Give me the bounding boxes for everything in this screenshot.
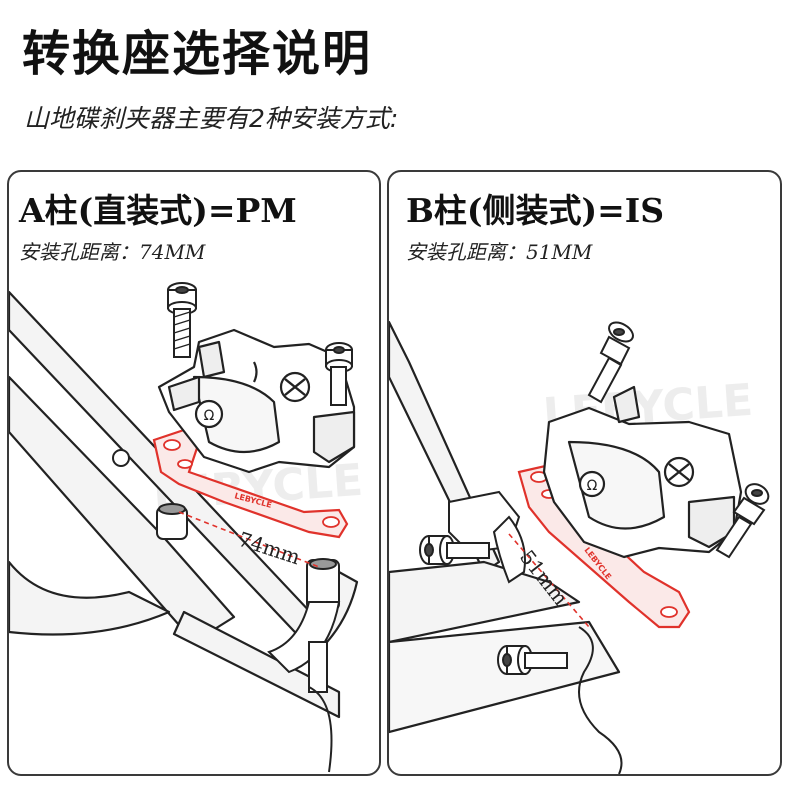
is-mount-panel: LEBYCLE LEBYCLE 51mm <box>387 170 782 776</box>
pm-mount-illustration: LEBYCLE LEBYCLE <box>9 282 364 773</box>
is-frame-tabs <box>448 490 526 584</box>
is-mount-illustration: LEBYCLE LEBYCLE 51mm <box>389 320 770 774</box>
pm-brake-hose <box>308 686 333 773</box>
is-heading: B柱(侧装式)=IS <box>406 191 665 230</box>
is-dimension-line <box>508 533 590 628</box>
pm-heading: A柱(直装式)=PM <box>19 191 297 230</box>
pm-bolt-left <box>167 282 197 358</box>
pm-mount-panel: LEBYCLE LEBYCLE <box>7 170 381 776</box>
is-bolt-bottom <box>497 645 568 675</box>
pm-bolt-right <box>325 342 353 406</box>
is-bolt-right <box>715 483 770 559</box>
pm-caliper-logo: Ω <box>204 408 215 424</box>
pm-post-mounts <box>156 503 341 693</box>
is-caliper: Ω <box>542 385 743 559</box>
pm-caliper: Ω <box>157 328 356 474</box>
page-title: 转换座选择说明 <box>22 26 373 82</box>
is-bolt-top <box>587 321 634 404</box>
pm-frame-hole <box>112 449 130 467</box>
is-brake-hose <box>578 626 623 774</box>
pm-hole-distance: 安装孔距离：74MM <box>19 240 206 264</box>
pm-dimension-line <box>178 511 320 568</box>
is-caliper-logo: Ω <box>587 478 598 494</box>
is-hole-distance: 安装孔距离：51MM <box>406 240 593 264</box>
page-subtitle: 山地碟刹夹器主要有2种安装方式: <box>24 104 399 133</box>
is-bolt-left <box>419 535 490 565</box>
